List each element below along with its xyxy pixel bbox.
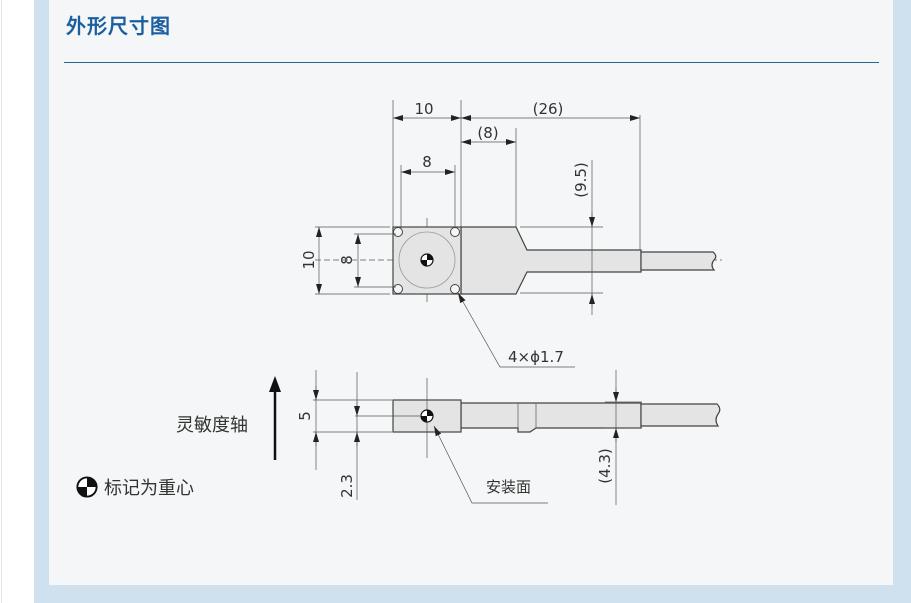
title-divider (64, 62, 879, 63)
dim-hole-pitch-vertical: 8 (338, 255, 356, 265)
dim-neck-height: (9.5) (572, 162, 590, 198)
holes-label: 4×ϕ1.7 (508, 348, 564, 366)
dim-height: 10 (300, 250, 318, 269)
sensor-neck (460, 226, 642, 295)
mount-hole (450, 284, 460, 294)
dim-thickness: 5 (296, 411, 314, 421)
side-view: 5 2.3 (4.3) 安装面 灵敏度轴 (176, 370, 721, 505)
sensitivity-axis-label: 灵敏度轴 (176, 415, 248, 436)
cg-legend-icon (76, 476, 98, 498)
top-view: 10 (26) (8) 8 10 8 (9.5) 4×ϕ1.7 (300, 100, 722, 368)
section-title: 外形尺寸图 (66, 14, 171, 38)
cg-legend-label: 标记为重心 (104, 478, 194, 499)
dim-length: (26) (533, 100, 564, 118)
legend: 标记为重心 (76, 476, 194, 499)
mount-hole (393, 227, 403, 237)
dim-cable: (4.3) (596, 448, 614, 484)
frame-left (34, 0, 49, 603)
mount-hole (450, 227, 460, 237)
side-cable (640, 403, 721, 427)
dim-cg-height: 2.3 (338, 474, 356, 498)
page-left-border (1, 0, 2, 603)
mount-hole (393, 284, 403, 294)
frame-bottom (34, 585, 911, 603)
dim-neck: (8) (477, 124, 498, 142)
dim-hole-pitch: 8 (422, 153, 432, 171)
center-of-gravity-icon (420, 253, 434, 267)
side-center-of-gravity-icon (420, 409, 434, 423)
sensing-face (398, 231, 456, 289)
frame-right (893, 0, 911, 603)
dim-width: 10 (414, 100, 433, 118)
mount-surface-label: 安装面 (486, 478, 531, 496)
cable (640, 251, 717, 271)
